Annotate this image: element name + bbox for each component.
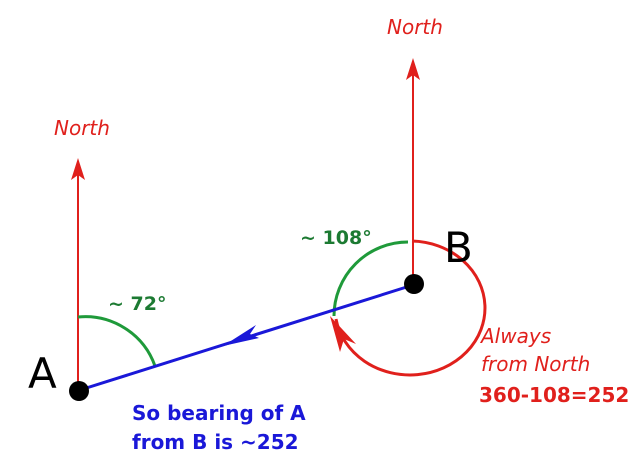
angle-arc-a <box>77 315 157 367</box>
bearing-circle-arrowhead <box>330 316 356 352</box>
north-label-a: North <box>54 116 110 140</box>
conclusion-line1: So bearing of A <box>132 401 306 425</box>
calculation-label: 360-108=252 <box>479 383 628 407</box>
point-b-dot <box>404 274 424 294</box>
from-north-label: from North <box>481 352 590 376</box>
north-arrow-b <box>406 58 420 283</box>
point-a-dot <box>69 381 89 401</box>
point-b-label: B <box>444 223 473 272</box>
line-a-b <box>79 283 414 392</box>
north-arrow-a <box>71 158 85 390</box>
north-label-b: North <box>387 15 443 39</box>
conclusion-line2: from B is ~252 <box>132 430 299 454</box>
angle-label-b: ~ 108° <box>300 227 372 249</box>
angle-label-a: ~ 72° <box>108 293 166 315</box>
point-a-label: A <box>28 349 57 398</box>
always-label: Always <box>479 324 551 348</box>
angle-arc-b <box>332 240 409 317</box>
line-arrowhead <box>223 325 259 346</box>
bearing-circle-b <box>334 239 487 377</box>
